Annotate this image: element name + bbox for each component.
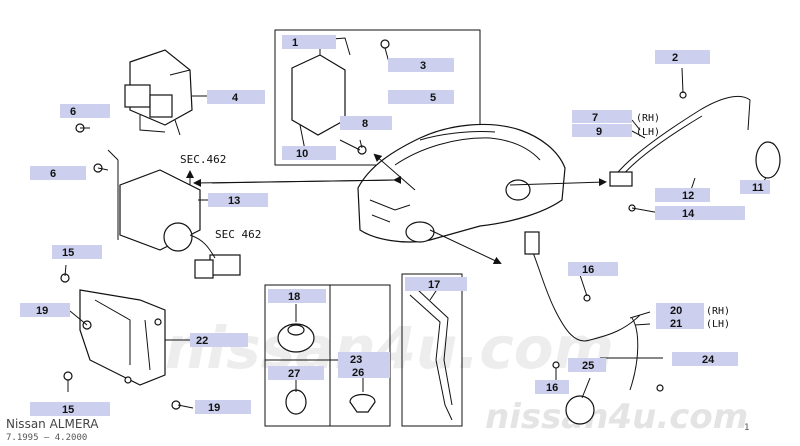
callout-6b: 6 — [50, 168, 56, 180]
part-7-front-sensor — [609, 91, 781, 212]
side-lh-21: (LH) — [706, 319, 730, 330]
part-27-plug — [285, 389, 307, 415]
callout-14: 14 — [682, 208, 695, 220]
side-rh-20: (RH) — [706, 306, 730, 317]
callout-22: 22 — [196, 335, 208, 347]
callout-boxes — [20, 35, 770, 416]
side-rh-7: (RH) — [636, 113, 660, 124]
footer-model: Nissan ALMERA — [6, 417, 99, 431]
callout-15b: 15 — [62, 404, 74, 416]
sec-462-upper: SEC.462 — [180, 153, 226, 166]
part-22-bracket — [79, 289, 166, 386]
callout-15a: 15 — [62, 247, 74, 259]
callout-20: 20 — [670, 305, 682, 317]
callout-7: 7 — [592, 112, 598, 124]
callout-8: 8 — [362, 118, 368, 130]
callout-21: 21 — [670, 318, 682, 330]
callout-16a: 16 — [582, 264, 594, 276]
pedal-box-frame — [401, 273, 463, 427]
footer-period: 7.1995 – 4.2000 — [6, 433, 87, 443]
callout-5: 5 — [430, 92, 436, 104]
part-18-grommet — [277, 323, 315, 353]
page-mark: 1 — [744, 423, 749, 433]
side-lh-9: (LH) — [636, 127, 660, 138]
part-4-abs-motor — [124, 49, 193, 136]
callout-9: 9 — [596, 126, 602, 138]
callout-16b: 16 — [546, 382, 558, 394]
callout-27: 27 — [288, 368, 300, 380]
callout-24: 24 — [702, 354, 715, 366]
car-outline — [357, 123, 566, 243]
callout-3: 3 — [420, 60, 426, 72]
sec-462-lower: SEC 462 — [215, 228, 261, 241]
part-1-control-unit — [291, 37, 402, 155]
part-13-actuator — [107, 149, 241, 279]
callout-2: 2 — [672, 52, 678, 64]
callout-4: 4 — [232, 92, 239, 104]
callout-11: 11 — [752, 182, 764, 194]
callout-17: 17 — [428, 279, 440, 291]
part-20-rear-sensor — [524, 231, 664, 425]
callout-23: 23 — [350, 354, 362, 366]
callout-12: 12 — [682, 190, 694, 202]
callout-6a: 6 — [70, 106, 76, 118]
callout-10: 10 — [296, 148, 308, 160]
part-17-brake-pedal — [409, 289, 453, 421]
watermark-bottom: nissan4u.com — [485, 397, 748, 437]
part-26-clip — [349, 393, 376, 413]
callout-13: 13 — [228, 195, 240, 207]
callout-25: 25 — [582, 360, 594, 372]
callout-18: 18 — [288, 291, 300, 303]
callout-26: 26 — [352, 367, 364, 379]
callout-19a: 19 — [36, 305, 48, 317]
callout-19b: 19 — [208, 402, 220, 414]
callout-1: 1 — [292, 37, 298, 49]
